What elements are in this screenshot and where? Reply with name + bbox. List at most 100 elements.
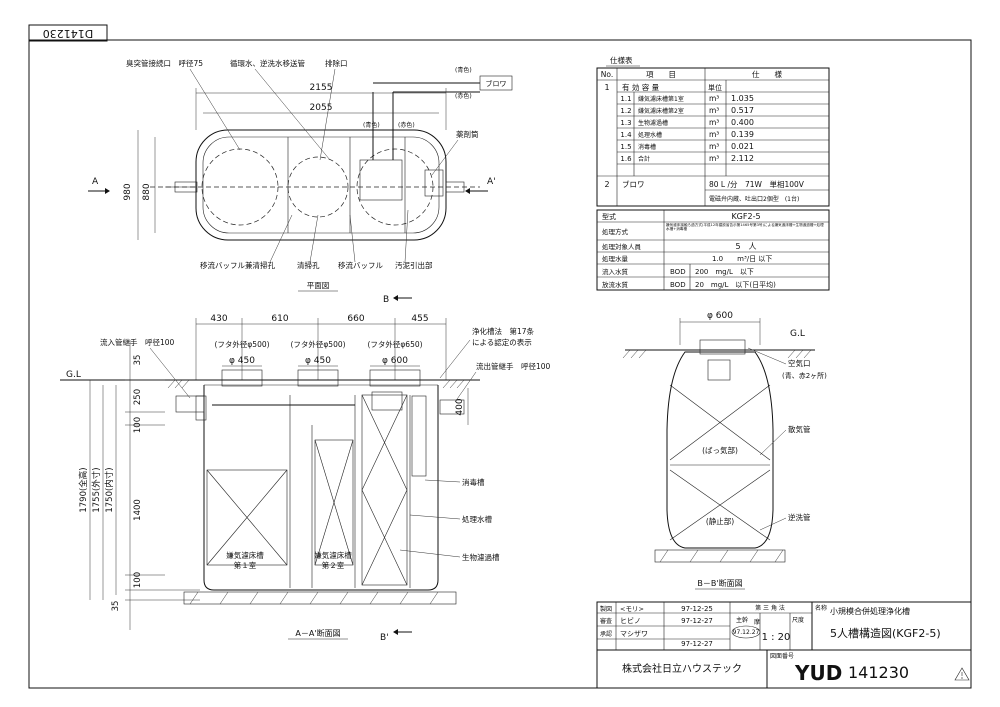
plan-dim-2055: 2055 [310, 103, 333, 113]
spec-row-unit: m³ [709, 106, 719, 115]
plan-red1: (赤色) [455, 92, 472, 100]
model-label-inflow: 流入水質 [602, 267, 629, 276]
spec-row: 1.6 合計 m³ 2.112 [620, 154, 753, 163]
spec-row-unit: m³ [709, 142, 719, 151]
bb-air-port: 空気口 [788, 358, 811, 368]
spec-row-no: 1.4 [620, 131, 632, 139]
tb-company: 株式会社日立ハウステック [622, 662, 742, 675]
aa-b-top: B [383, 295, 389, 305]
aa-outlet: 流出管継手 呼径100 [476, 361, 551, 371]
bb-gl: G.L [790, 329, 805, 339]
model-value-method: 嫌気濾床接触ろ過方式(平成12年建設省告示第1465号第3号)による嫌気濾床槽+… [666, 223, 824, 232]
tb-approval-stamp [731, 625, 761, 639]
spec-sec1-title: 有 効 容 量 [622, 82, 660, 92]
aa-biofilter: 生物濾過槽 [462, 552, 500, 562]
spec-row-item: 嫌気濾床槽第1室 [638, 95, 684, 103]
spec-row-item: 消毒槽 [638, 143, 656, 151]
aa-phi2: φ 450 [305, 356, 331, 366]
tb-drawing-title: 5人槽構造図(KGF2-5) [830, 626, 941, 640]
tb-approve-label: 承認 [600, 630, 612, 638]
model-value-inflow: 200 mg/L 以下 [695, 268, 754, 276]
spec-row-unit: m³ [709, 118, 719, 127]
tb-drawn-name: <モリ> [620, 605, 644, 613]
plan-baffle-clean-label: 移流バッフル兼清掃孔 [200, 260, 275, 270]
spec-row: 1.3 生物濾過槽 m³ 0.400 [620, 118, 753, 127]
spec-row: 1.2 嫌気濾床槽第2室 m³ 0.517 [620, 106, 753, 115]
aa-d430: 430 [210, 314, 227, 324]
spec-row-value: 1.035 [731, 94, 754, 103]
plan-manhole-1 [201, 148, 279, 226]
plan-blower-label: ブロワ [486, 79, 507, 88]
model-label-method: 処理方式 [602, 227, 629, 236]
spec-row-no: 1.1 [620, 95, 631, 103]
model-label-outflow: 放流水質 [602, 280, 629, 289]
tb-drawn-label: 製図 [600, 605, 612, 613]
tb-dwg-no: 141230 [848, 663, 909, 682]
bb-still: (静止部) [706, 516, 734, 526]
section-bb: φ 600 G.L 空気口 (青、赤2ヶ所) 散気管 (ばっ気部) 逆洗管 (静… [622, 311, 827, 590]
spec-row-item: 処理水槽 [638, 131, 662, 139]
aa-d1755: 1755(外寸) [91, 467, 102, 512]
bb-air-port2: (青、赤2ヶ所) [782, 371, 827, 380]
aa-d610: 610 [271, 314, 288, 324]
aa-treated: 処理水槽 [462, 514, 492, 524]
tb-stamp-date: 97.12.27 [733, 629, 760, 636]
aa-disinfect: 消毒槽 [462, 477, 485, 487]
bb-aeration: (ばっ気部) [702, 445, 738, 455]
tb-projection: 第 三 角 法 [755, 604, 785, 612]
plan-exhaust-label: 排除口 [325, 58, 348, 68]
plan-blue2: (青色) [363, 121, 380, 129]
spec-row-value: 0.517 [731, 106, 754, 115]
aa-d1750: 1750(内寸) [104, 467, 115, 512]
model-value-type: KGF2-5 [731, 212, 760, 221]
plan-baffle-label: 移流バッフル [338, 260, 383, 270]
spec-hdr-spec: 仕 様 [752, 69, 782, 79]
plan-sludge-label: 汚泥引出部 [395, 260, 433, 270]
model-value-outflow: 20 mg/L 以下(日平均) [695, 280, 776, 289]
rotated-number-text: D141230 [43, 27, 93, 40]
tb-product-name: 小規模合併処理浄化槽 [830, 606, 910, 616]
aa-anaerobic2: 嫌気濾床槽 [314, 550, 352, 560]
aa-cert2: による認定の表示 [472, 337, 532, 347]
aa-caption: A－A'断面図 [295, 628, 340, 638]
bb-tank-outline [666, 351, 774, 549]
aa-base-slab [183, 591, 457, 605]
plan-dim-880: 880 [142, 183, 152, 200]
spec-row: 1.5 消毒槽 m³ 0.021 [620, 142, 753, 151]
tb-stamp-bottom: 摩 [754, 618, 760, 626]
tb-check-name: ヒビノ [620, 616, 641, 625]
sheet-border [28, 39, 972, 689]
aa-phi1: φ 450 [229, 356, 255, 366]
aa-anaerobic1: 嫌気濾床槽 [226, 550, 264, 560]
spec-table: 仕様表 No. 項 目 仕 様 1 有 効 容 量 単位 1.1 嫌気濾床槽第1… [596, 55, 830, 207]
tb-drawn-date: 97-12-25 [681, 605, 713, 613]
spec-sec2-no: 2 [604, 180, 609, 189]
plan-circulation-label: 循環水、逆洗水移送管 [230, 58, 305, 68]
plan-manhole-3 [356, 148, 434, 226]
tb-check-date: 97-12-27 [681, 617, 713, 625]
aa-d250: 250 [133, 389, 143, 405]
plan-tank-inner [202, 136, 440, 234]
tb-approve-name: マシザワ [620, 630, 648, 638]
model-label-type: 型式 [602, 212, 616, 221]
spec-hdr-item: 項 目 [646, 70, 676, 79]
plan-clean-hole-label: 清掃孔 [297, 260, 320, 270]
spec-row-value: 0.139 [731, 130, 754, 139]
aa-d400: 400 [455, 398, 465, 415]
spec-sec1-no: 1 [604, 83, 609, 92]
plan-arrow-a: A [92, 177, 99, 187]
aa-lid1: (フタ外径φ500) [214, 339, 269, 349]
bb-phi600: φ 600 [707, 311, 733, 321]
aa-gl: G.L [66, 370, 81, 380]
section-aa: B 430 610 660 455 (フタ外径φ500) (フタ外径φ500) … [60, 295, 551, 643]
aa-d100a: 100 [133, 417, 143, 433]
spec-row-unit: m³ [709, 94, 719, 103]
spec-row-item: 合計 [638, 155, 650, 163]
bb-base-slab [654, 549, 786, 563]
title-block: 製図 <モリ> 97-12-25 審査 ヒビノ 97-12-27 承認 マシザワ… [596, 601, 972, 689]
spec-row: 1.4 処理水槽 m³ 0.139 [620, 130, 753, 139]
spec-row-item: 生物濾過槽 [638, 119, 668, 127]
spec-row-unit: m³ [709, 130, 719, 139]
plan-caption: 平面図 [307, 281, 330, 290]
